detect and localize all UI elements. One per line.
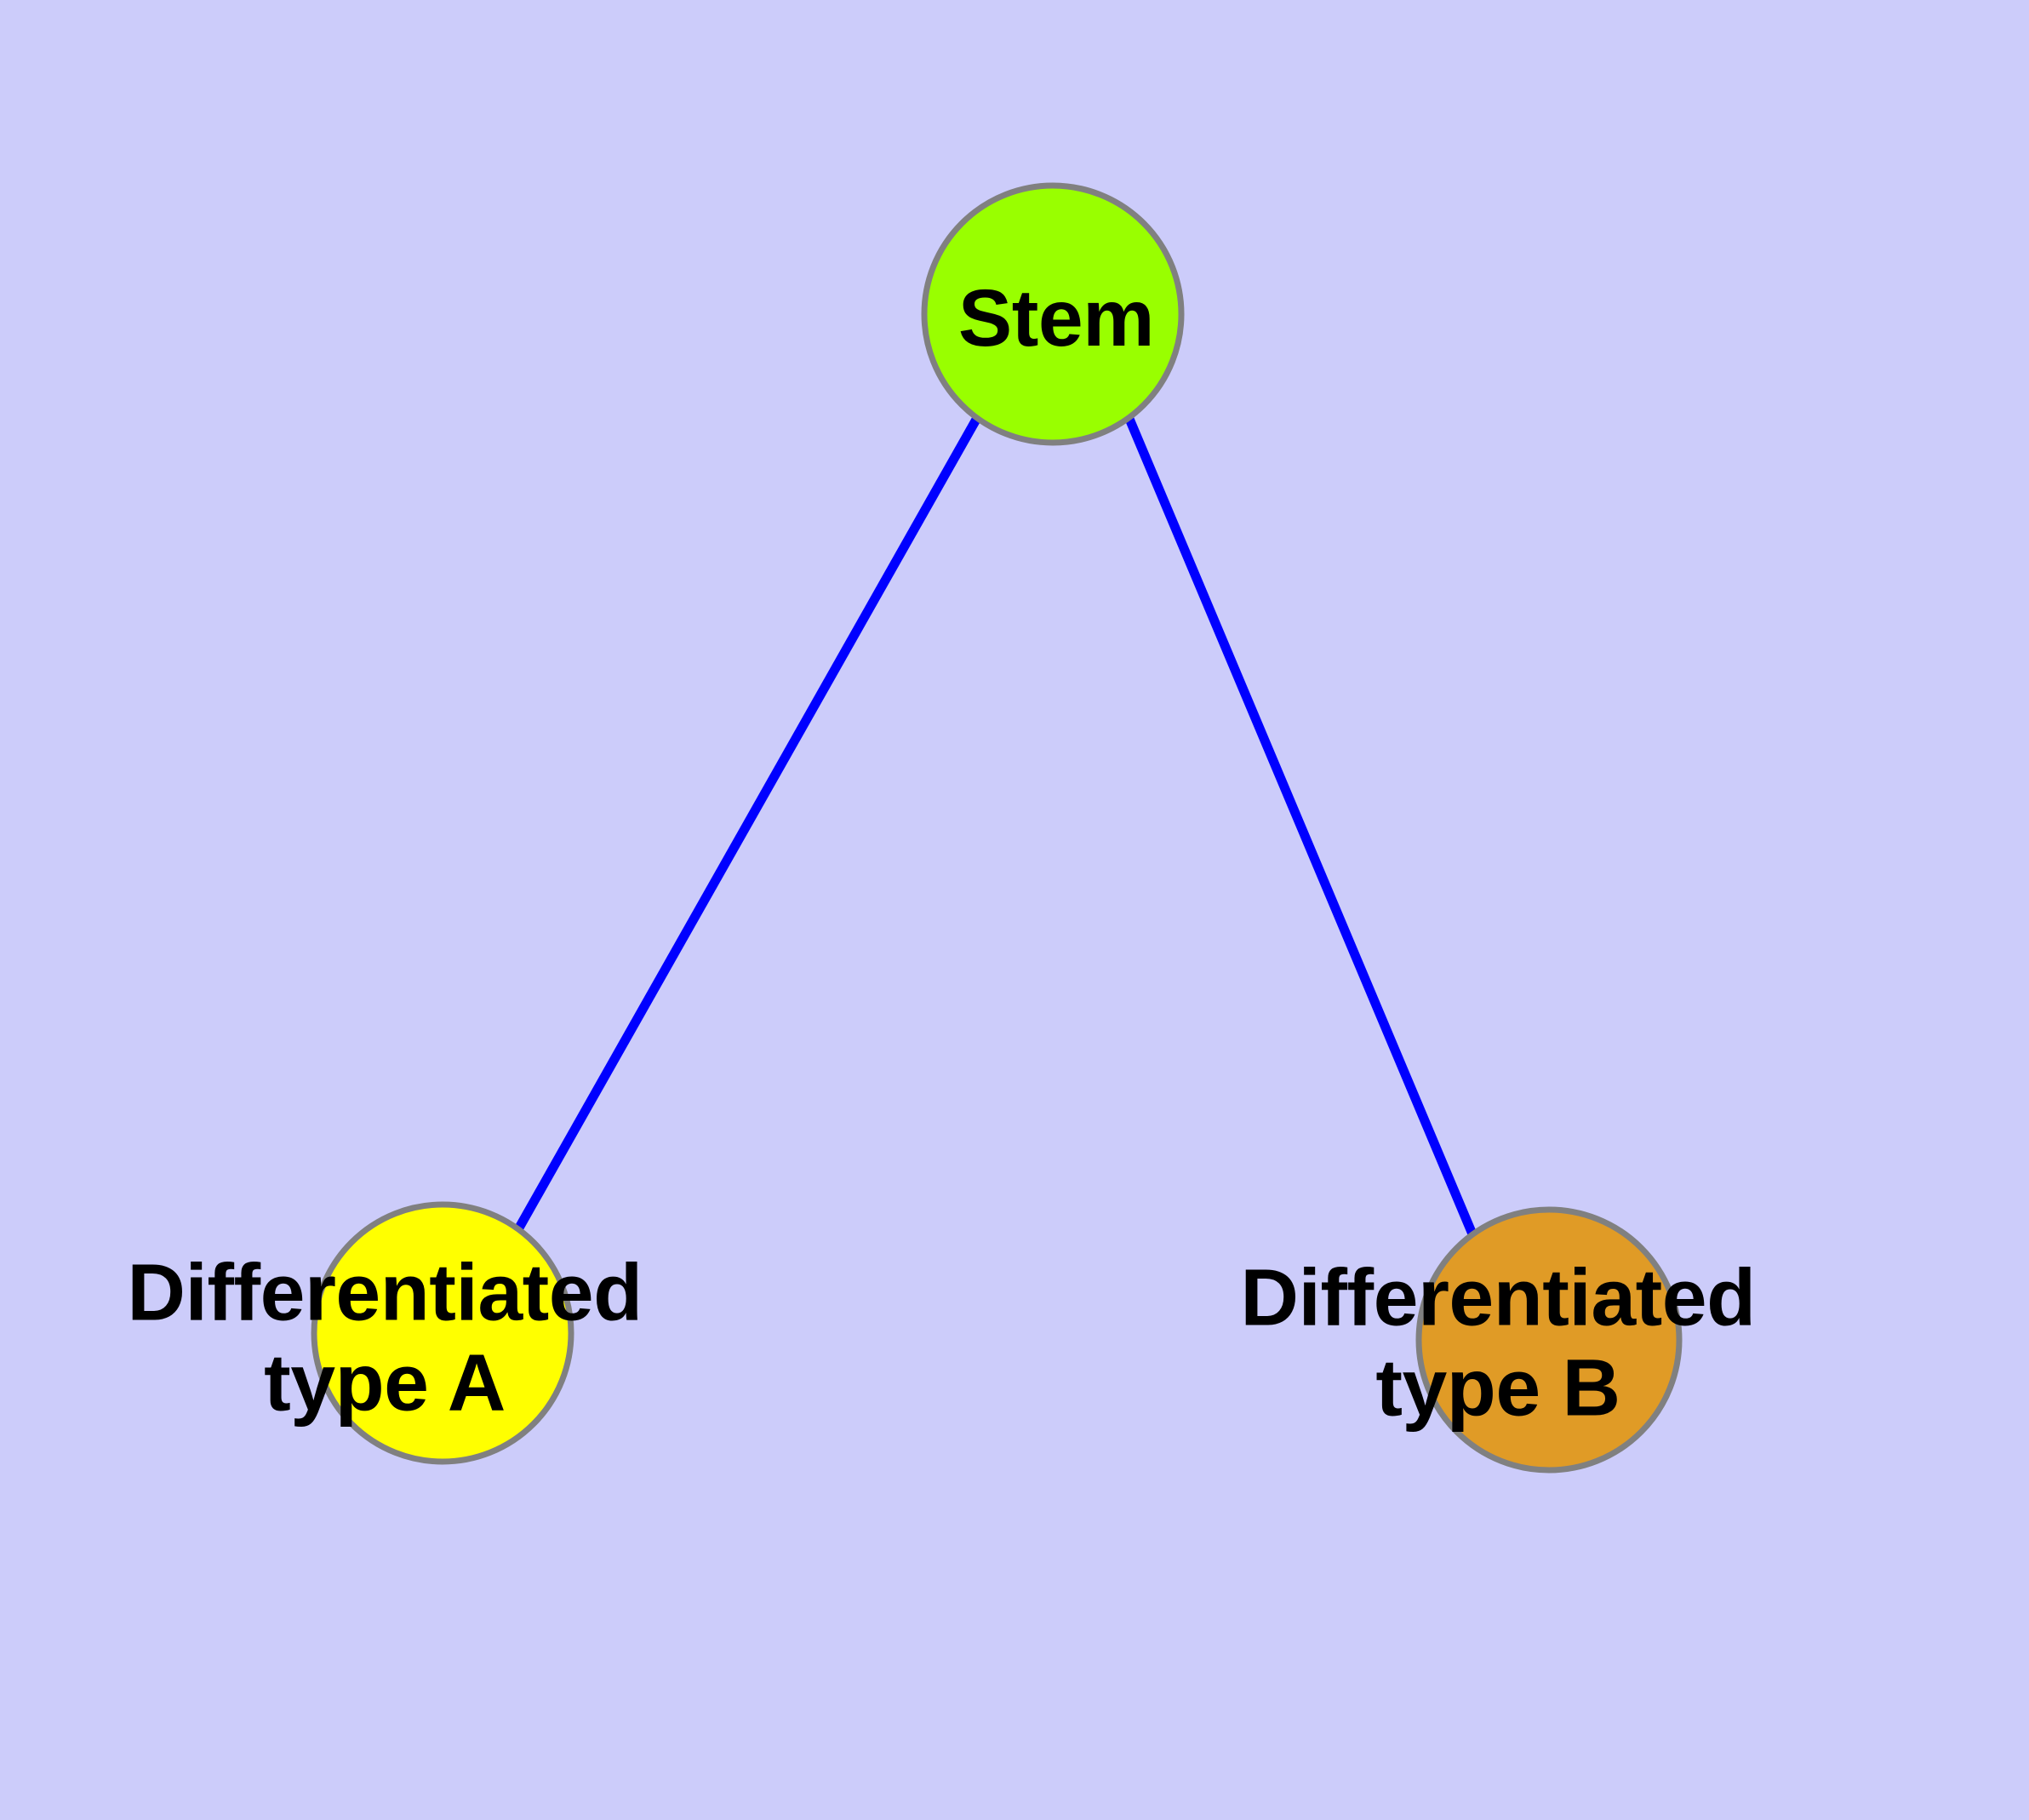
graph-edge-stem-diff_b: [1124, 416, 1478, 1239]
edges-layer: [514, 415, 1478, 1239]
nodes-layer: [311, 182, 1683, 1474]
graph-node-stem[interactable]: [921, 182, 1185, 446]
graph-node-diff_b[interactable]: [1415, 1206, 1683, 1474]
graph-edge-stem-diff_a: [514, 415, 981, 1232]
graph-node-diff_a[interactable]: [311, 1201, 574, 1465]
